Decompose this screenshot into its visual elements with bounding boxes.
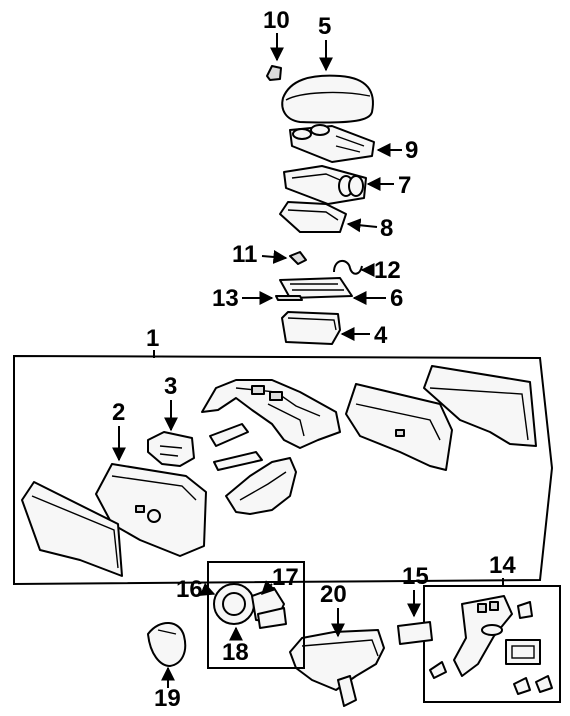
part-14-button-bottom-a [513, 677, 531, 695]
callout-8: 8 [346, 215, 393, 242]
callout-4-label: 4 [374, 322, 388, 349]
part-1-support-frame [225, 457, 297, 515]
part-1-console-housing [201, 379, 341, 449]
callout-18: 18 [222, 626, 249, 666]
callout-3-label: 3 [164, 373, 177, 400]
callout-12: 12 [360, 257, 401, 284]
callout-20-label: 20 [320, 581, 347, 608]
callout-14: 14 [489, 552, 516, 586]
callout-20: 20 [320, 581, 347, 638]
part-14-button-bottom-b [535, 675, 553, 693]
callout-15: 15 [402, 563, 429, 618]
callout-14-label: 14 [489, 552, 516, 579]
callout-10-label: 10 [263, 7, 290, 34]
part-19-knob [147, 622, 187, 667]
callout-7-label: 7 [398, 172, 411, 199]
part-1-side-panel-right-inner [345, 383, 453, 471]
part-14-switch-panel [505, 639, 541, 665]
callout-13-label: 13 [212, 285, 239, 312]
callout-11-label: 11 [232, 241, 257, 268]
callout-1: 1 [146, 325, 159, 358]
callout-19: 19 [154, 666, 181, 712]
part-11-clip [289, 251, 307, 265]
part-5-armrest-lid [281, 74, 374, 124]
callout-4: 4 [340, 322, 388, 349]
part-17-socket [257, 607, 287, 629]
part-2-left-inner-panel [95, 463, 207, 557]
part-1-side-panel-left [21, 481, 123, 577]
part-13-strip [275, 295, 303, 301]
part-1-small-bracket-a [209, 423, 249, 447]
callout-3: 3 [164, 373, 178, 432]
callout-19-label: 19 [154, 685, 181, 712]
callout-9-label: 9 [405, 137, 418, 164]
part-16-frame [207, 561, 305, 669]
part-6-liner [279, 277, 353, 299]
part-7-tray [283, 165, 367, 205]
part-20-shifter-housing [289, 629, 385, 707]
callout-10: 10 [263, 7, 290, 62]
part-10-clip [266, 65, 282, 81]
callout-17: 17 [261, 564, 299, 595]
callout-5: 5 [318, 13, 333, 72]
callout-8-label: 8 [380, 215, 393, 242]
part-14-knob [517, 601, 533, 619]
callout-16-label: 16 [176, 576, 203, 603]
callout-1-label: 1 [146, 325, 159, 352]
part-15-switch [397, 621, 433, 645]
callout-5-label: 5 [318, 13, 331, 40]
part-12-spring [333, 260, 363, 275]
callout-12-label: 12 [374, 257, 401, 284]
callout-2: 2 [112, 399, 126, 462]
callout-17-label: 17 [272, 564, 299, 591]
part-3-bracket [147, 431, 195, 467]
callout-9: 9 [376, 137, 418, 164]
part-14-control-panel [453, 595, 513, 677]
callout-15-label: 15 [402, 563, 429, 590]
assembly-frame [13, 354, 554, 586]
callout-13: 13 [212, 285, 274, 312]
callout-11: 11 [232, 241, 288, 268]
callout-2-label: 2 [112, 399, 125, 426]
callout-6: 6 [352, 285, 403, 312]
callout-18-label: 18 [222, 639, 249, 666]
part-1-side-panel-right [423, 365, 537, 447]
part-14-frame [423, 585, 561, 703]
part-9-lid-hinge [289, 124, 375, 163]
part-14-button-left [429, 661, 447, 679]
part-8-storage-bin [279, 201, 347, 233]
part-1-small-bracket-b [213, 451, 263, 471]
callout-16: 16 [176, 576, 216, 603]
callout-6-label: 6 [390, 285, 403, 312]
callout-7: 7 [366, 172, 411, 199]
part-4-box-insert [281, 311, 341, 345]
